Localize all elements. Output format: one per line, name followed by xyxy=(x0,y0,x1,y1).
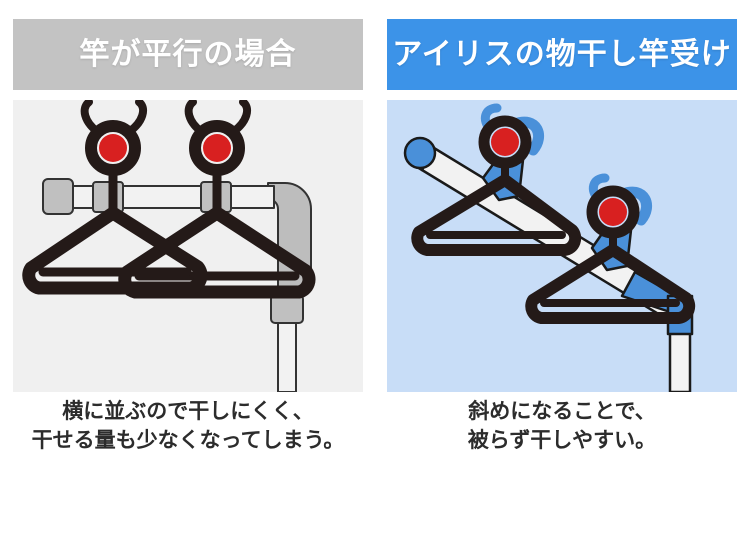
panel-parallel-pole: 竿が平行の場合 xyxy=(13,0,375,480)
hanger-lower-red-dot xyxy=(599,198,627,226)
post-collar xyxy=(270,294,304,324)
pole-clamp-block-1 xyxy=(92,181,124,213)
hanger-right xyxy=(118,100,316,299)
hanger-lower xyxy=(525,173,696,324)
panel-left-header-title: 竿が平行の場合 xyxy=(79,37,297,71)
vertical-post xyxy=(668,330,692,392)
hanger-left-body xyxy=(22,206,208,295)
hanger-left-hook-arc-right xyxy=(125,100,148,136)
panel-right-caption-line1: 斜めになることで、 xyxy=(468,400,656,423)
hanger-upper-body xyxy=(411,174,582,256)
hanger-right-hook-arc-right xyxy=(229,100,252,136)
panel-right-header-title: アイリスの物干し竿受け xyxy=(392,37,732,71)
panel-iris-pole-holder: アイリスの物干し竿受け xyxy=(387,0,749,480)
hanger-left xyxy=(22,100,208,295)
hanger-lower-body xyxy=(525,244,696,324)
panel-left-illustration xyxy=(13,100,363,392)
panel-right-caption-line2: 被らず干しやすい。 xyxy=(467,428,657,452)
hanger-right-hook-arc-left xyxy=(184,100,206,136)
hanger-upper-red-dot xyxy=(491,128,519,156)
hanger-right-red-dot xyxy=(203,134,231,162)
panel-right-caption: 斜めになることで、 被らず干しやすい。 xyxy=(387,398,737,456)
hanger-right-body xyxy=(118,206,316,299)
panel-left-caption: 横に並ぶので干しにくく、 干せる量も少なくなってしまう。 xyxy=(13,398,363,456)
panel-left-header: 竿が平行の場合 xyxy=(13,19,363,90)
hanger-left-red-dot xyxy=(99,134,127,162)
panel-right-illustration xyxy=(387,100,737,392)
hanger-left-hook-arc-left xyxy=(80,100,102,136)
pole-end-cap-round xyxy=(403,136,437,170)
hanger-upper xyxy=(411,103,582,256)
pole-end-cap-left xyxy=(42,178,74,215)
panel-right-header: アイリスの物干し竿受け xyxy=(387,19,737,90)
panel-left-caption-line1: 横に並ぶので干しにくく、 xyxy=(62,400,314,423)
panel-left-caption-line2: 干せる量も少なくなってしまう。 xyxy=(31,428,345,452)
